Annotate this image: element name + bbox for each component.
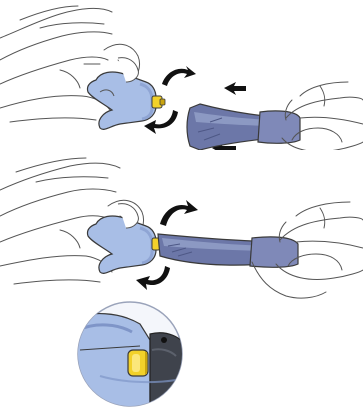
adapter-piece xyxy=(87,204,156,274)
step-1-drawing xyxy=(0,0,363,150)
detail-inset xyxy=(0,300,363,408)
adapter-piece xyxy=(87,58,156,130)
instrument-zoom xyxy=(150,333,190,408)
instrument-body xyxy=(158,234,298,267)
step-2-panel xyxy=(0,150,363,300)
yellow-connector xyxy=(152,96,165,108)
detail-panel xyxy=(0,300,363,408)
instrument-body xyxy=(187,104,300,150)
step-1-panel xyxy=(0,0,363,150)
step-2-drawing xyxy=(0,150,363,300)
